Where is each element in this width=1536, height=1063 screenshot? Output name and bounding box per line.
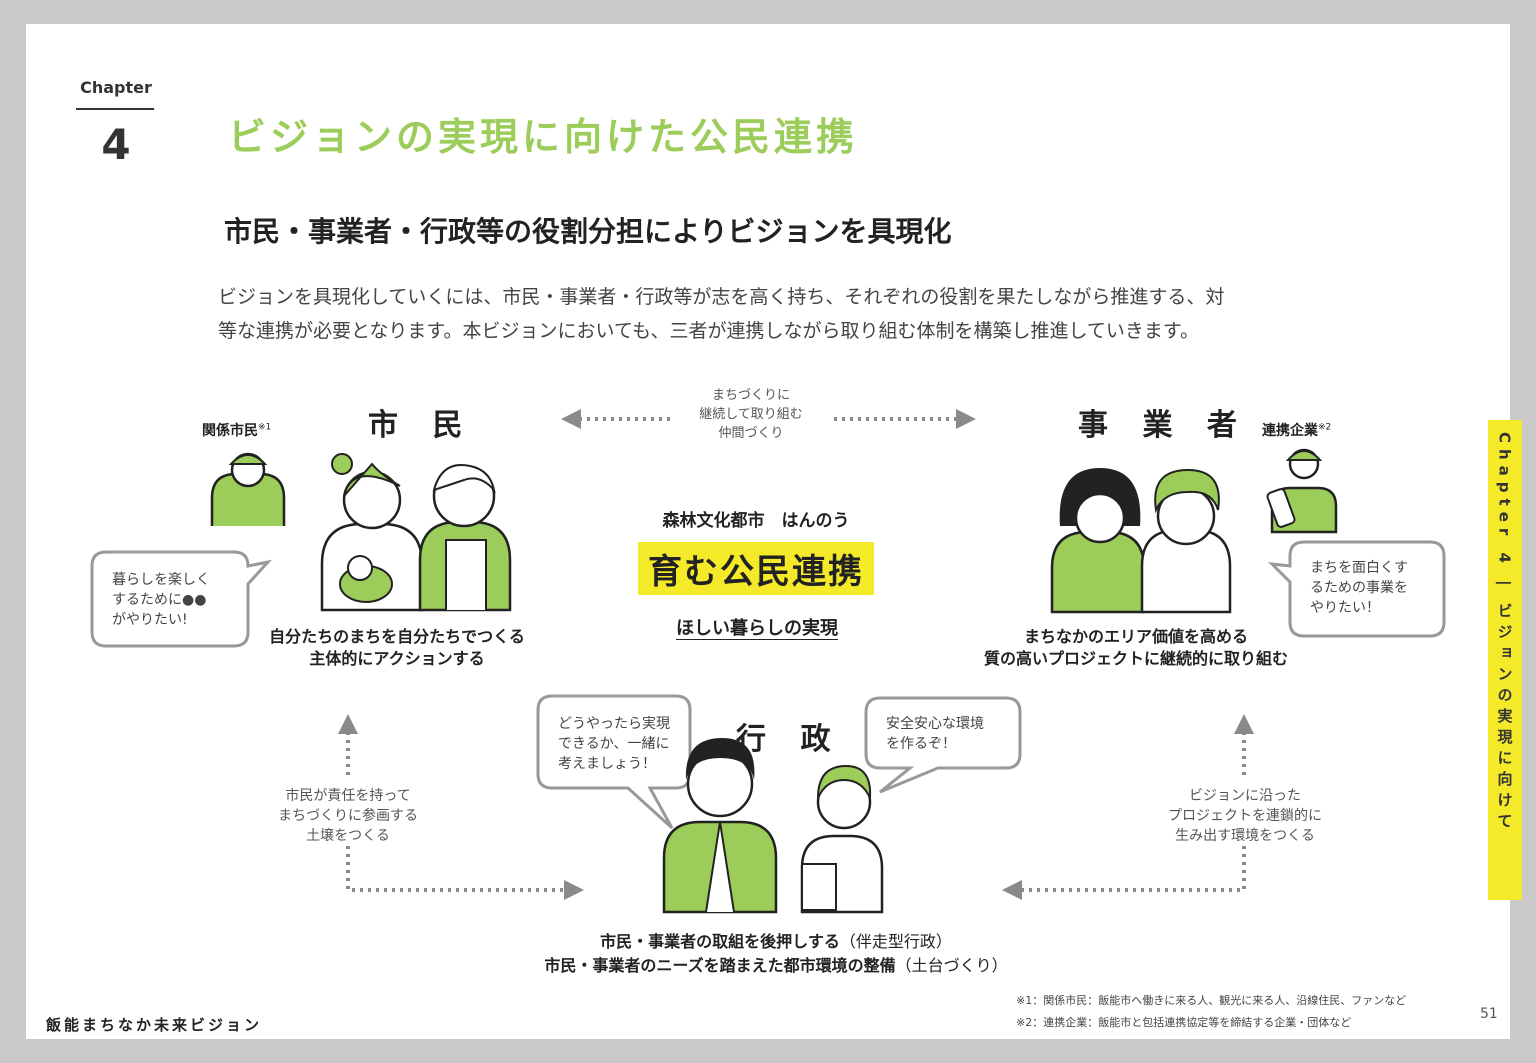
business-bubble-line-1: まちを面白くす: [1310, 560, 1408, 576]
intro-line-2: 等な連携が必要となります。本ビジョンにおいても、三者が連携しながら取り組む体制を…: [218, 320, 1199, 342]
government-heading: 行 政: [736, 722, 843, 757]
government-right-bubble-text: 安全安心な環境 を作るぞ！: [886, 714, 984, 754]
top-link-line-1: まちづくりに: [711, 388, 790, 403]
page-number: 51: [1480, 1006, 1498, 1022]
top-link-label: まちづくりに 継続して取り組む 仲間づくり: [666, 386, 836, 443]
government-left-bubble-line-2: できるか、一緒に: [558, 736, 670, 752]
top-link-line-2: 継続して取り組む: [699, 407, 803, 422]
left-dotted-arrow: [338, 714, 584, 900]
citizens-role: 自分たちのまちを自分たちでつくる 主体的にアクションする: [232, 626, 562, 670]
left-link-line-3: 土壌をつくる: [306, 828, 390, 844]
business-bubble-line-3: やりたい！: [1310, 600, 1380, 616]
partner-company-illustration: [1266, 448, 1338, 534]
top-link-line-3: 仲間づくり: [718, 426, 784, 441]
citizens-heading: 市 民: [368, 408, 475, 443]
related-citizens-label: 関係市民※1: [202, 420, 271, 440]
citizens-bubble-line-2: するために●●: [112, 592, 207, 608]
right-link-line-3: 生み出す環境をつくる: [1175, 828, 1315, 844]
chapter-side-tab-text: Chapter 4 | ビジョンの実現に向けて: [1495, 432, 1514, 834]
government-role-line-2-note: （土台づくり）: [895, 956, 1008, 975]
document-page: Chapter 4 ビジョンの実現に向けた公民連携 市民・事業者・行政等の役割分…: [26, 24, 1510, 1039]
citizen-speech-bubble: [90, 550, 273, 648]
government-right-bubble: [864, 696, 1022, 794]
related-citizens-text: 関係市民: [202, 423, 258, 439]
footer-title: 飯能まちなか未来ビジョン: [46, 1016, 263, 1034]
related-citizen-illustration: [210, 452, 286, 526]
business-illustration: [1050, 468, 1232, 614]
business-bubble-text: まちを面白くす るための事業を やりたい！: [1310, 558, 1408, 618]
business-role: まちなかのエリア価値を高める 質の高いプロジェクトに継続的に取り組む: [956, 626, 1316, 670]
center-tagline: ほしい暮らしの実現: [676, 618, 838, 639]
government-right-bubble-line-2: を作るぞ！: [886, 736, 956, 752]
right-link-line-1: ビジョンに沿った: [1189, 788, 1301, 804]
citizens-role-line-1: 自分たちのまちを自分たちでつくる: [269, 627, 525, 646]
chapter-side-tab: Chapter 4 | ビジョンの実現に向けて: [1488, 420, 1522, 900]
footnote-1: ※1：関係市民：飯能市へ働きに来る人、観光に来る人、沿線住民、ファンなど: [1016, 994, 1407, 1007]
government-role-line-1-main: 市民・事業者の取組を後押しする: [600, 932, 840, 951]
section-subtitle: 市民・事業者・行政等の役割分担によりビジョンを具現化: [224, 215, 952, 248]
intro-line-1: ビジョンを具現化していくには、市民・事業者・行政等が志を高く持ち、それぞれの役割…: [218, 286, 1225, 308]
center-highlight: 育む公民連携: [638, 542, 874, 595]
government-left-bubble-line-3: 考えましょう！: [558, 756, 656, 772]
government-role-line-2: 市民・事業者のニーズを踏まえた都市環境の整備（土台づくり）: [496, 954, 1056, 978]
right-dotted-arrow: [1002, 714, 1254, 900]
government-left-bubble: [536, 694, 692, 830]
right-link-label: ビジョンに沿った プロジェクトを連鎖的に 生み出す環境をつくる: [1150, 786, 1340, 846]
business-role-line-1: まちなかのエリア価値を高める: [1023, 627, 1248, 646]
partner-company-text: 連携企業: [1262, 423, 1318, 439]
government-role-line-1-note: （伴走型行政）: [839, 932, 952, 951]
government-role-line-1: 市民・事業者の取組を後押しする（伴走型行政）: [496, 930, 1056, 954]
business-role-line-2: 質の高いプロジェクトに継続的に取り組む: [983, 649, 1288, 668]
page-title: ビジョンの実現に向けた公民連携: [228, 115, 859, 159]
business-bubble-line-2: るための事業を: [1310, 580, 1408, 596]
left-link-line-2: まちづくりに参画する: [278, 808, 418, 824]
footnote-2: ※2：連携企業：飯能市と包括連携協定等を締結する企業・団体など: [1016, 1016, 1352, 1029]
government-left-bubble-text: どうやったら実現 できるか、一緒に 考えましょう！: [558, 714, 670, 774]
chapter-label: Chapter: [80, 78, 152, 97]
partner-company-label: 連携企業※2: [1262, 420, 1331, 440]
right-link-line-2: プロジェクトを連鎖的に: [1168, 808, 1322, 824]
business-heading: 事 業 者: [1078, 408, 1249, 443]
chapter-rule: [76, 108, 154, 110]
government-illustration: [662, 738, 884, 914]
government-role: 市民・事業者の取組を後押しする（伴走型行政） 市民・事業者のニーズを踏まえた都市…: [496, 930, 1056, 978]
citizens-role-line-2: 主体的にアクションする: [309, 649, 485, 668]
center-subtitle: 森林文化都市 はんのう: [662, 511, 850, 531]
government-role-line-2-main: 市民・事業者のニーズを踏まえた都市環境の整備: [544, 956, 896, 975]
diagram-artwork: [90, 409, 1446, 914]
government-left-bubble-line-1: どうやったら実現: [558, 716, 670, 732]
citizens-bubble-text: 暮らしを楽しく するために●● がやりたい!: [112, 570, 210, 630]
intro-paragraph: ビジョンを具現化していくには、市民・事業者・行政等が志を高く持ち、それぞれの役割…: [218, 280, 1338, 348]
related-citizens-mark: ※1: [258, 422, 272, 433]
government-right-bubble-line-1: 安全安心な環境: [886, 716, 984, 732]
business-speech-bubble: [1267, 540, 1446, 638]
citizens-bubble-line-1: 暮らしを楽しく: [112, 572, 210, 588]
citizens-illustration: [320, 453, 512, 612]
chapter-number: 4: [101, 120, 131, 169]
citizens-bubble-line-3: がやりたい!: [112, 612, 188, 628]
left-link-line-1: 市民が責任を持って: [285, 788, 411, 804]
left-link-label: 市民が責任を持って まちづくりに参画する 土壌をつくる: [258, 786, 438, 846]
partner-company-mark: ※2: [1318, 422, 1332, 433]
